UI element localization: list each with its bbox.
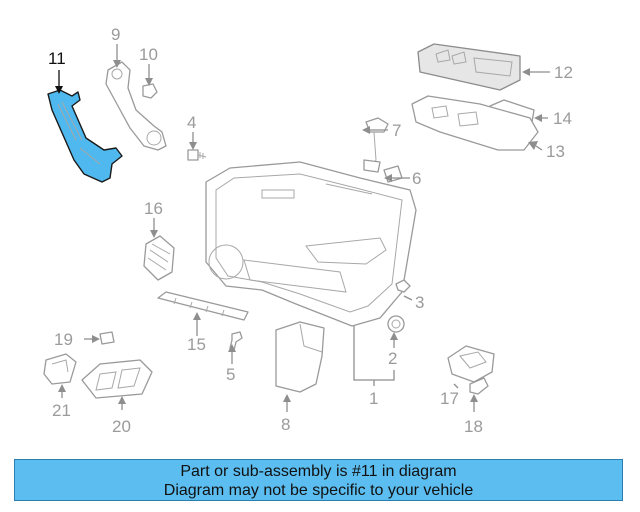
part-9-shape bbox=[105, 61, 167, 151]
banner-line-2: Diagram may not be specific to your vehi… bbox=[163, 482, 474, 499]
part-1-inner-edge bbox=[215, 173, 403, 313]
part-1-upper-trim bbox=[325, 183, 373, 195]
arrow-11 bbox=[55, 86, 63, 94]
part-21-shape bbox=[43, 353, 77, 385]
part-3-trim-clip[interactable] bbox=[395, 279, 411, 293]
part-1-map-pocket bbox=[243, 259, 347, 293]
callout-14[interactable]: 14 bbox=[553, 109, 572, 128]
part-20-switch-assembly[interactable] bbox=[81, 359, 153, 399]
part-9-handle-bracket[interactable] bbox=[105, 61, 167, 151]
part-6-lens[interactable] bbox=[383, 165, 403, 183]
part-16-speaker-grille[interactable] bbox=[143, 235, 175, 281]
callout-15[interactable]: 15 bbox=[187, 335, 206, 354]
callout-11[interactable]: 11 bbox=[48, 49, 66, 68]
part-1-armrest bbox=[305, 237, 387, 265]
part-17-shape bbox=[447, 345, 495, 383]
callout-9[interactable]: 9 bbox=[111, 25, 120, 44]
part-info-banner: Part or sub-assembly is #11 in diagram D… bbox=[14, 459, 623, 501]
part-7-socket bbox=[363, 159, 381, 173]
part-3-shape bbox=[395, 279, 411, 293]
callout-2[interactable]: 2 bbox=[388, 349, 397, 368]
part-11-grip-groove bbox=[57, 101, 101, 165]
part-17-lamp-housing[interactable] bbox=[447, 345, 495, 383]
callout-4[interactable]: 4 bbox=[187, 113, 196, 132]
part-1-handle-recess bbox=[261, 189, 295, 199]
part-13-openings bbox=[431, 105, 479, 127]
part-12-window-switch[interactable] bbox=[417, 43, 521, 91]
part-8-shape bbox=[275, 321, 325, 393]
part-18-shape bbox=[469, 377, 489, 395]
part-20-shape bbox=[81, 359, 153, 399]
part-10-shape bbox=[142, 83, 158, 99]
part-15-ribs bbox=[173, 297, 225, 317]
part-7-lamp-holder[interactable] bbox=[363, 117, 389, 173]
callout-1[interactable]: 1 bbox=[369, 389, 378, 408]
callout-7[interactable]: 7 bbox=[392, 121, 401, 140]
part-6-shape bbox=[383, 165, 403, 183]
callout-10[interactable]: 10 bbox=[139, 45, 158, 64]
part-1-speaker-cutout bbox=[208, 244, 244, 280]
callout-leaders bbox=[55, 44, 550, 412]
callout-17[interactable]: 17 bbox=[440, 389, 459, 408]
part-1-outline bbox=[205, 161, 417, 327]
part-2-grommet[interactable] bbox=[387, 315, 405, 333]
part-2-inner bbox=[391, 319, 401, 329]
part-19-shape bbox=[99, 331, 115, 345]
part-5-shape bbox=[229, 331, 243, 351]
part-9-mount-ring bbox=[146, 130, 162, 146]
part-17-detail bbox=[459, 351, 487, 369]
part-2-outer bbox=[387, 315, 405, 333]
part-8-fold bbox=[299, 323, 323, 353]
callout-16[interactable]: 16 bbox=[144, 199, 163, 218]
part-18-bulb[interactable] bbox=[469, 377, 489, 395]
part-12-housing bbox=[417, 43, 521, 91]
callout-labels: 11 9 10 4 12 14 13 7 6 16 3 15 5 2 1 8 1… bbox=[48, 25, 573, 436]
callout-13[interactable]: 13 bbox=[546, 142, 565, 161]
part-13-switch-panel[interactable] bbox=[411, 95, 539, 151]
part-19-clip[interactable] bbox=[99, 331, 115, 345]
part-21-detail bbox=[51, 359, 69, 373]
part-10-clip[interactable] bbox=[142, 83, 158, 99]
callout-8[interactable]: 8 bbox=[281, 415, 290, 434]
part-12-buttons bbox=[435, 49, 513, 77]
part-11-pull-handle[interactable] bbox=[47, 89, 123, 183]
part-20-buttons bbox=[95, 367, 141, 391]
part-4-thread bbox=[197, 152, 207, 159]
callout-5[interactable]: 5 bbox=[226, 365, 235, 384]
callout-20[interactable]: 20 bbox=[112, 417, 131, 436]
part-16-shape bbox=[143, 235, 175, 281]
part-21-switch[interactable] bbox=[43, 353, 77, 385]
callout-6[interactable]: 6 bbox=[412, 169, 421, 188]
part-4-head bbox=[187, 149, 199, 161]
part-15-trim-strip[interactable] bbox=[157, 291, 249, 321]
banner-line-1: Part or sub-assembly is #11 in diagram bbox=[180, 463, 457, 480]
part-1-door-trim-panel[interactable] bbox=[205, 161, 417, 327]
part-8-cover[interactable] bbox=[275, 321, 325, 393]
callout-3[interactable]: 3 bbox=[415, 293, 424, 312]
part-16-grille-lines bbox=[147, 243, 171, 271]
callout-21[interactable]: 21 bbox=[52, 401, 71, 420]
part-4-screw[interactable] bbox=[187, 149, 207, 161]
part-13-shape bbox=[411, 95, 539, 151]
callout-12[interactable]: 12 bbox=[554, 63, 573, 82]
part-15-shape bbox=[157, 291, 249, 321]
part-5-screw[interactable] bbox=[229, 331, 243, 351]
callout-18[interactable]: 18 bbox=[464, 417, 483, 436]
part-11-shape[interactable] bbox=[47, 89, 123, 183]
callout-19[interactable]: 19 bbox=[54, 330, 73, 349]
part-9-mount-hole bbox=[111, 68, 123, 80]
